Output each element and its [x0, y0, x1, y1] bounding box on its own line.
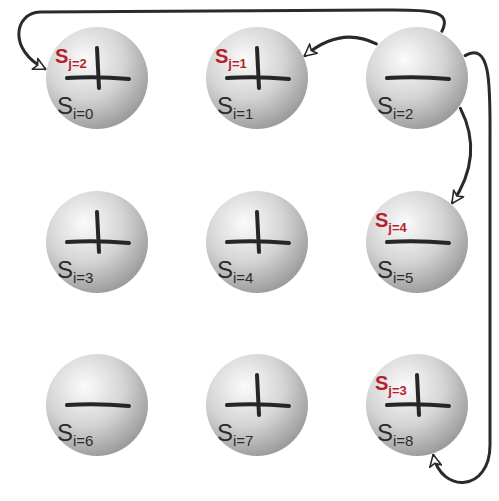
site-label: Si=1 [217, 94, 253, 121]
site-label: Si=0 [57, 94, 93, 121]
spin-vertical [257, 48, 259, 88]
spin-sphere: Si=4 [205, 190, 309, 294]
spin-vertical [257, 375, 259, 415]
site-label: Si=6 [57, 421, 93, 448]
sphere [366, 191, 468, 293]
sphere [206, 27, 308, 129]
sphere [366, 354, 468, 456]
spin-sphere: Si=6 [45, 353, 149, 457]
sphere [366, 27, 468, 129]
neighbor-label: Sj=1 [215, 46, 247, 70]
spin-sphere: Sj=1Si=1 [205, 26, 309, 130]
sphere [206, 354, 308, 456]
sphere [46, 191, 148, 293]
spin-vertical [97, 48, 99, 88]
sphere [46, 354, 148, 456]
neighbor-label: Sj=4 [375, 210, 407, 234]
spin-sphere: Sj=3Si=8 [365, 353, 469, 457]
spin-sphere: Si=7 [205, 353, 309, 457]
site-label: Si=8 [377, 421, 413, 448]
spin-sphere: Sj=2Si=0 [45, 26, 149, 130]
site-label: Si=4 [217, 258, 253, 285]
spin-sphere: Si=3 [45, 190, 149, 294]
sphere [46, 27, 148, 129]
spin-horizontal [67, 404, 129, 406]
coupling-arrow [452, 108, 470, 202]
neighbor-label: Sj=3 [375, 373, 407, 397]
site-label: Si=2 [377, 94, 413, 121]
spin-vertical [257, 212, 259, 252]
site-label: Si=7 [217, 421, 253, 448]
sphere [206, 191, 308, 293]
neighbor-label: Sj=2 [55, 46, 87, 70]
spin-sphere: Sj=4Si=5 [365, 190, 469, 294]
site-label: Si=5 [377, 258, 413, 285]
spin-vertical [417, 375, 419, 415]
site-label: Si=3 [57, 258, 93, 285]
spin-vertical [97, 212, 99, 252]
coupling-arrow [305, 37, 376, 55]
spin-horizontal [387, 77, 449, 79]
spin-sphere: Si=2 [365, 26, 469, 130]
spin-horizontal [387, 241, 449, 243]
